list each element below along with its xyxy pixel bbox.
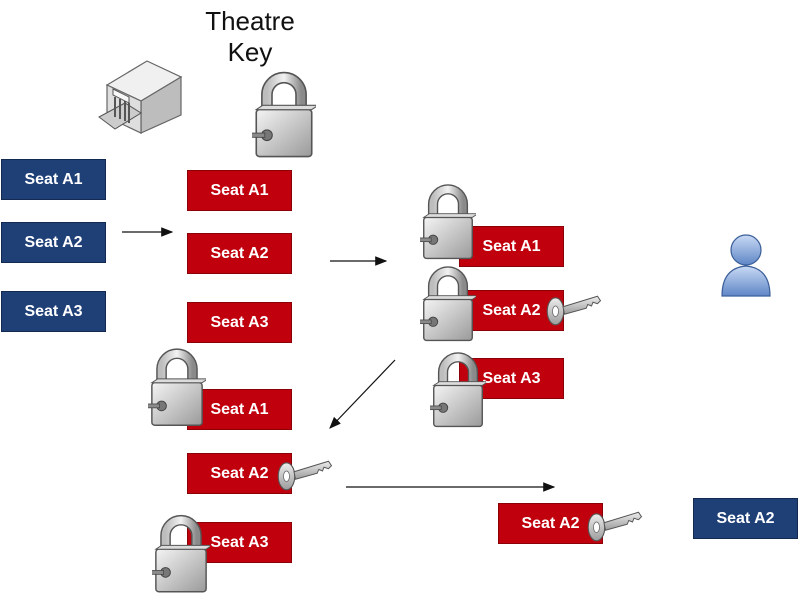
- seat-a2-held: Seat A2: [498, 503, 603, 544]
- title-line-2: Key: [227, 37, 273, 67]
- seat-a3-reserved: Seat A3: [187, 302, 292, 343]
- seat-a3-available: Seat A3: [1, 291, 106, 332]
- seat-a1-locked: Seat A1: [187, 389, 292, 430]
- seat-a2-locked: Seat A2: [187, 453, 292, 494]
- theatre-building-icon: [98, 60, 183, 134]
- seat-a2-user: Seat A2: [693, 498, 798, 539]
- title-line-1: Theatre: [205, 6, 295, 36]
- theatre-key-title: Theatre Key: [180, 6, 320, 68]
- seat-a1-available: Seat A1: [1, 159, 106, 200]
- seat-a2-reserved: Seat A2: [187, 233, 292, 274]
- seat-a2-available: Seat A2: [1, 222, 106, 263]
- arrow-to-key-assigned: [329, 359, 396, 429]
- seat-a2-locked: Seat A2: [459, 290, 564, 331]
- user-icon: [721, 234, 771, 297]
- seat-a1-locked: Seat A1: [459, 226, 564, 267]
- seat-a3-locked: Seat A3: [187, 522, 292, 563]
- seat-a1-reserved: Seat A1: [187, 170, 292, 211]
